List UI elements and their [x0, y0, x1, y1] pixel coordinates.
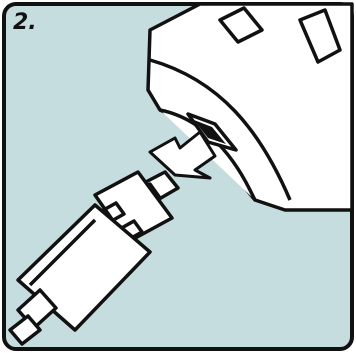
insert-arrow-icon: [148, 130, 217, 180]
step-number: 2.: [13, 10, 37, 35]
usb-cable-icon: [8, 170, 180, 346]
